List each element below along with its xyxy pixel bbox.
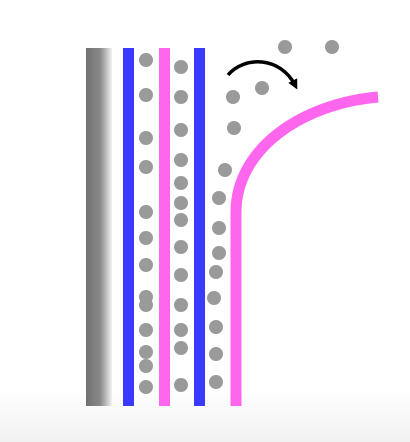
particle [174,378,188,392]
particle [174,323,188,337]
particle [174,196,188,210]
particle [212,246,226,260]
particle [207,291,221,305]
particle [212,191,226,205]
particle [174,341,188,355]
particle [212,221,226,235]
particle [174,268,188,282]
particle [209,347,223,361]
particle [139,298,153,312]
particle [139,88,153,102]
particle [226,90,240,104]
particle [174,240,188,254]
particle [139,258,153,272]
particle [139,380,153,394]
magenta-layer-1 [159,48,170,406]
particle [174,176,188,190]
curved-arrow-icon [226,60,298,90]
particle [209,320,223,334]
particle [209,265,223,279]
particle [139,160,153,174]
particle [174,90,188,104]
particle [139,345,153,359]
particle [139,131,153,145]
magenta-layer-peeling [230,91,379,406]
particle [227,121,241,135]
particle [174,60,188,74]
blue-layer-1 [123,48,134,406]
particle [139,323,153,337]
particle [218,163,232,177]
particle [139,205,153,219]
blue-layer-2 [194,48,205,406]
particle [174,213,188,227]
particle [278,40,292,54]
particles [139,40,339,394]
substrate-wall [86,48,112,406]
particle [174,123,188,137]
particle [139,53,153,67]
particle [255,81,269,95]
particle [174,298,188,312]
particle [174,153,188,167]
particle [139,231,153,245]
particle [139,359,153,373]
particle [325,40,339,54]
particle [209,375,223,389]
